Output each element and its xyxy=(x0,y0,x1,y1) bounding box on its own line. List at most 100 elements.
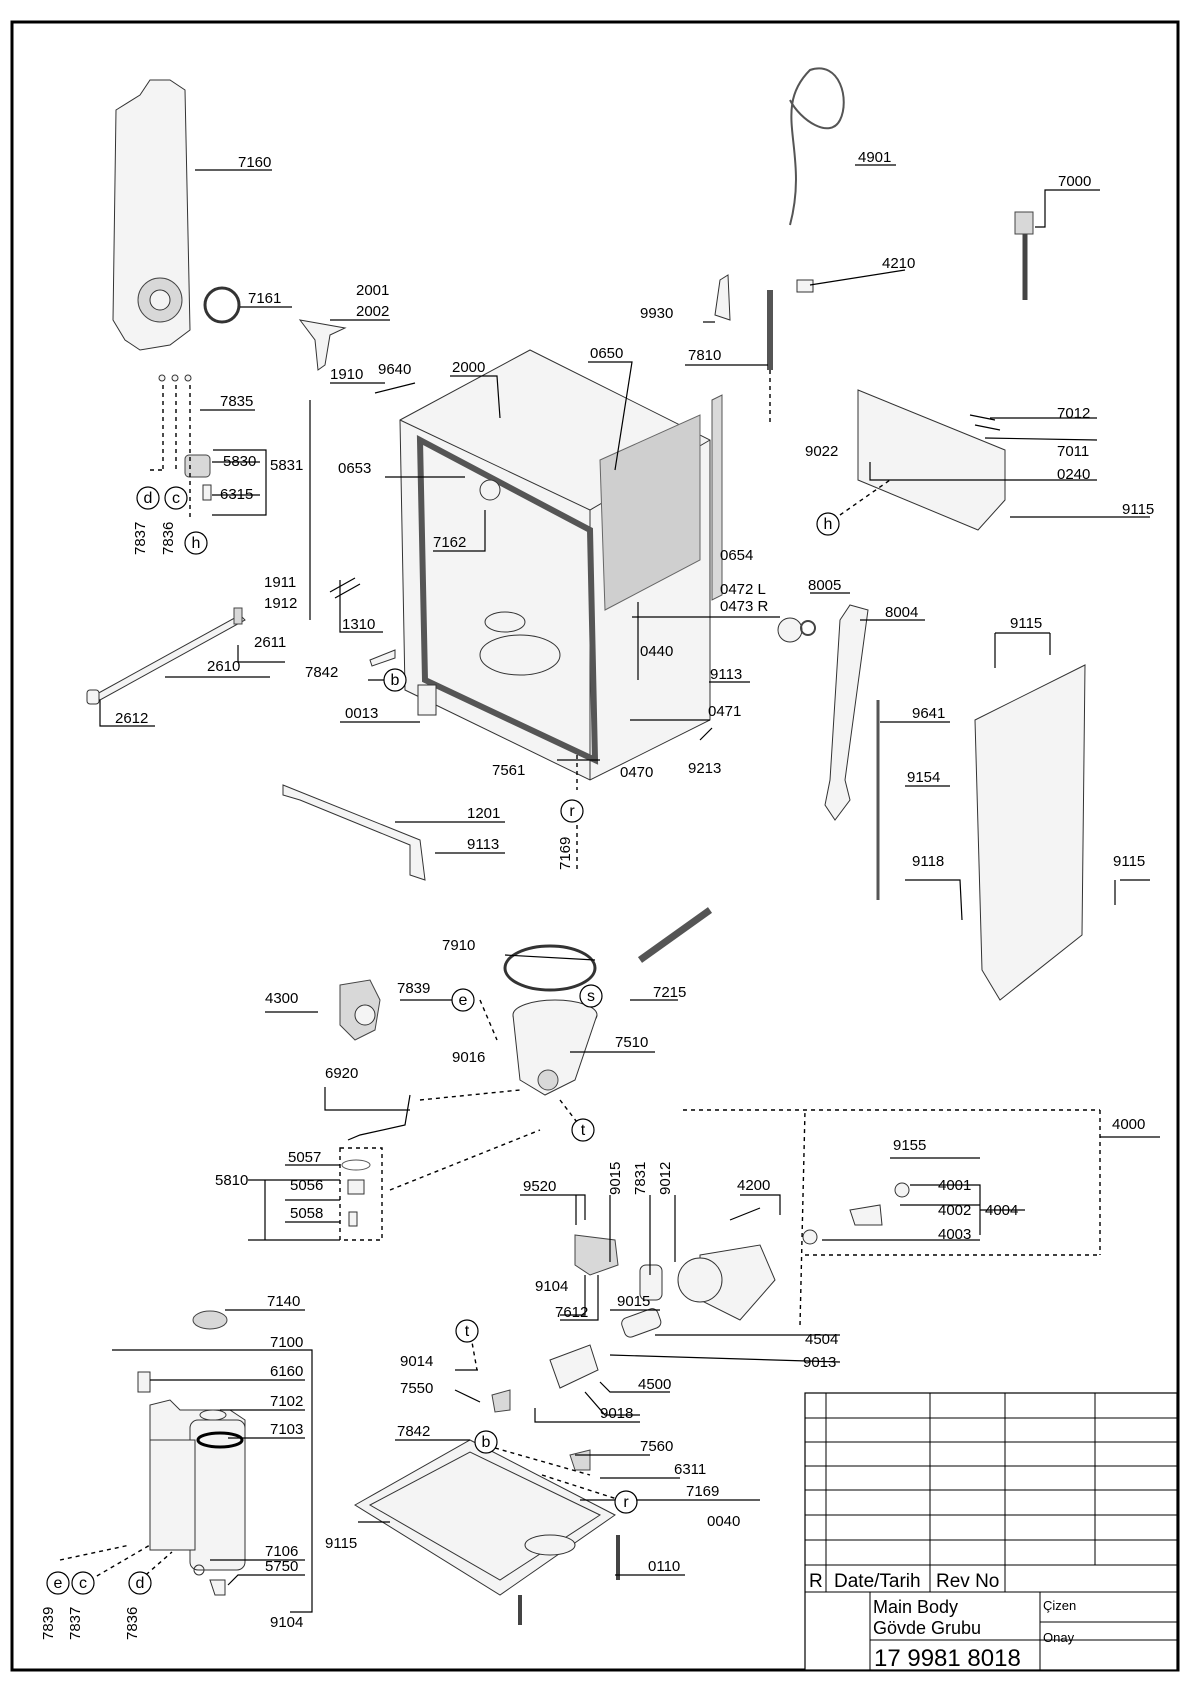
dashed-connectors xyxy=(59,370,1101,1581)
title-block-approved: Onay xyxy=(1043,1630,1075,1645)
title-block-date-header: Date/Tarih xyxy=(834,1571,921,1592)
label-9640: 9640 xyxy=(378,361,411,378)
callout-c-softener: c xyxy=(79,1575,87,1592)
label-9104-valve: 9104 xyxy=(535,1278,568,1295)
label-9104-softener: 9104 xyxy=(270,1614,303,1631)
callout-letters: d c h h b r e s t t b r e c d xyxy=(46,486,840,1595)
label-7550: 7550 xyxy=(400,1380,433,1397)
label-5057: 5057 xyxy=(288,1149,321,1166)
callout-t: t xyxy=(581,1122,586,1139)
callout-e: e xyxy=(459,992,468,1009)
callout-c: c xyxy=(172,490,180,507)
label-0653: 0653 xyxy=(338,460,371,477)
label-0013: 0013 xyxy=(345,705,378,722)
callout-h: h xyxy=(192,535,201,552)
label-2610: 2610 xyxy=(207,658,240,675)
label-9213: 9213 xyxy=(688,760,721,777)
callout-d-softener: d xyxy=(136,1575,145,1592)
label-4504: 4504 xyxy=(805,1331,838,1348)
label-7012: 7012 xyxy=(1057,405,1090,422)
label-5056: 5056 xyxy=(290,1177,323,1194)
label-6920: 6920 xyxy=(325,1065,358,1082)
label-9155: 9155 xyxy=(893,1137,926,1154)
label-5830: 5830 xyxy=(223,453,256,470)
label-7215: 7215 xyxy=(653,984,686,1001)
label-0470: 0470 xyxy=(620,764,653,781)
label-7162: 7162 xyxy=(433,534,466,551)
label-4004: 4004 xyxy=(985,1202,1018,1219)
title-block-rev-header: Rev No xyxy=(936,1571,999,1592)
label-9115-base: 9115 xyxy=(325,1535,357,1552)
label-7612: 7612 xyxy=(555,1304,588,1321)
label-7000: 7000 xyxy=(1058,173,1091,190)
label-1910: 1910 xyxy=(330,366,363,383)
label-9015: 9015 xyxy=(617,1293,650,1310)
label-9520: 9520 xyxy=(523,1178,556,1195)
label-9154: 9154 xyxy=(907,769,940,786)
label-2000: 2000 xyxy=(452,359,485,376)
label-7169-base: 7169 xyxy=(686,1483,719,1500)
label-7835: 7835 xyxy=(220,393,253,410)
callout-b-base: b xyxy=(482,1434,491,1451)
label-1912: 1912 xyxy=(264,595,297,612)
label-8005: 8005 xyxy=(808,577,841,594)
label-1201: 1201 xyxy=(467,805,500,822)
label-1911: 1911 xyxy=(264,574,296,591)
label-7842: 7842 xyxy=(305,664,338,681)
label-0472l: 0472 L xyxy=(720,581,766,598)
part-labels: 7160 7161 2001 2002 7835 5830 5831 6315 … xyxy=(40,149,1154,1640)
label-7510: 7510 xyxy=(615,1034,648,1051)
label-9115-top: 9115 xyxy=(1010,615,1042,632)
callout-d: d xyxy=(144,490,153,507)
label-7161: 7161 xyxy=(248,290,281,307)
label-9113-bracket: 9113 xyxy=(467,836,499,853)
label-6315: 6315 xyxy=(220,486,253,503)
title-block: R Date/Tarih Rev No Main Body Gövde Grub… xyxy=(804,1392,1178,1672)
label-7169: 7169 xyxy=(557,837,574,870)
label-9014: 9014 xyxy=(400,1353,433,1370)
label-7140: 7140 xyxy=(267,1293,300,1310)
label-5750: 5750 xyxy=(265,1558,298,1575)
label-0473r: 0473 R xyxy=(720,598,769,615)
label-5810: 5810 xyxy=(215,1172,248,1189)
label-2001: 2001 xyxy=(356,282,389,299)
label-0110: 0110 xyxy=(648,1558,680,1575)
label-7839-softener: 7839 xyxy=(40,1607,57,1640)
label-9115-side: 9115 xyxy=(1113,853,1145,870)
label-7011: 7011 xyxy=(1057,443,1089,460)
label-2611: 2611 xyxy=(254,634,286,651)
drawing-number: 17 9981 8018 xyxy=(874,1645,1021,1672)
label-7910: 7910 xyxy=(442,937,475,954)
label-9115-rail: 9115 xyxy=(1122,501,1154,518)
label-2002: 2002 xyxy=(356,303,389,320)
label-0654: 0654 xyxy=(720,547,753,564)
callout-s: s xyxy=(587,988,595,1005)
label-7561: 7561 xyxy=(492,762,525,779)
label-6160: 6160 xyxy=(270,1363,303,1380)
title-block-drawn-by: Çizen xyxy=(1043,1598,1076,1613)
label-8004: 8004 xyxy=(885,604,918,621)
label-7842-base: 7842 xyxy=(397,1423,430,1440)
label-4001: 4001 xyxy=(938,1177,971,1194)
label-0240: 0240 xyxy=(1057,466,1090,483)
label-7836: 7836 xyxy=(160,522,177,555)
label-7102: 7102 xyxy=(270,1393,303,1410)
callout-h-rail: h xyxy=(824,516,833,533)
callout-r-base: r xyxy=(623,1494,629,1511)
callout-e-softener: e xyxy=(54,1575,63,1592)
label-9022: 9022 xyxy=(805,443,838,460)
label-9118: 9118 xyxy=(912,853,944,870)
label-9012: 9012 xyxy=(657,1162,674,1195)
label-6311: 6311 xyxy=(674,1461,706,1478)
label-7836-softener: 7836 xyxy=(124,1607,141,1640)
label-7837: 7837 xyxy=(132,522,149,555)
label-9018: 9018 xyxy=(600,1405,633,1422)
label-4500: 4500 xyxy=(638,1376,671,1393)
label-7831: 7831 xyxy=(632,1162,649,1195)
title-block-rev-marker: R xyxy=(809,1571,823,1592)
drawing-title-tr: Gövde Grubu xyxy=(873,1618,981,1638)
label-5831: 5831 xyxy=(270,457,303,474)
part-illustrations xyxy=(86,67,1086,1625)
label-7810: 7810 xyxy=(688,347,721,364)
label-7103: 7103 xyxy=(270,1421,303,1438)
